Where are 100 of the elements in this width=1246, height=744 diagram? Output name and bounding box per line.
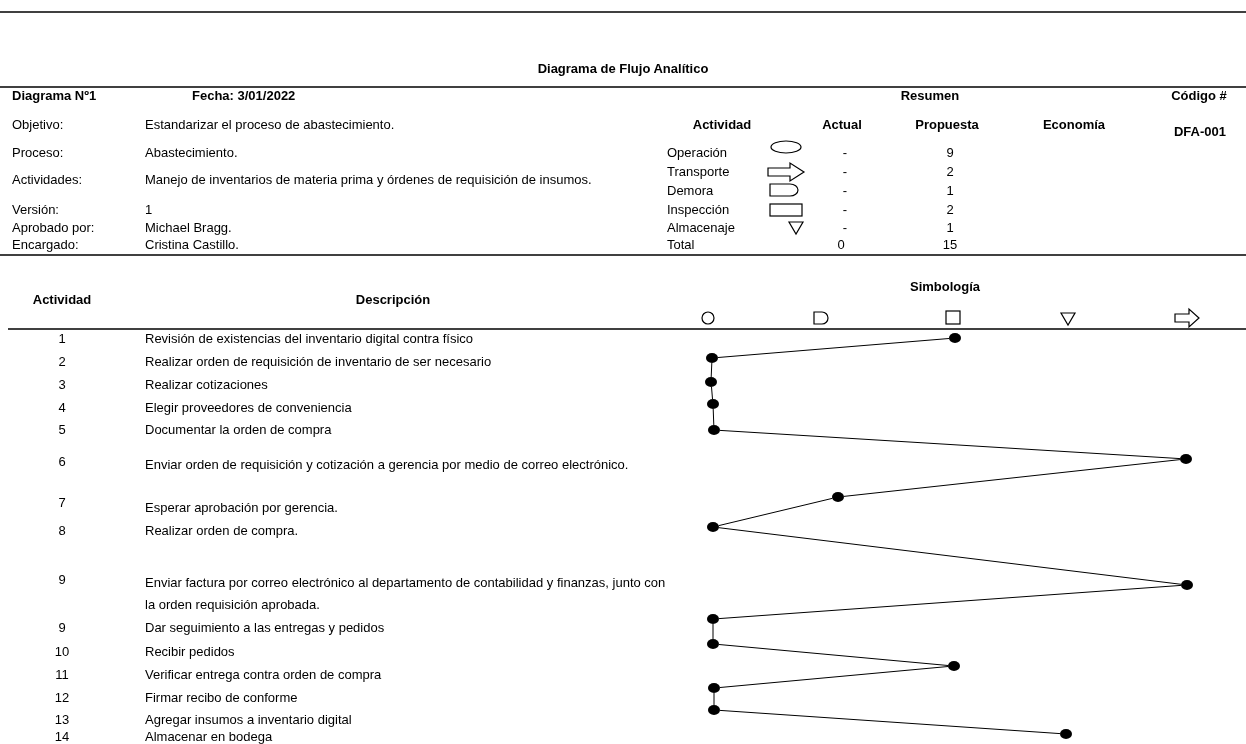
table-value: - — [842, 164, 848, 180]
activity-number: 1 — [58, 331, 66, 347]
plot-point — [707, 522, 719, 532]
activity-description: Elegir proveedores de conveniencia — [145, 399, 353, 417]
code-value: DFA-001 — [1174, 124, 1226, 140]
field-value: Estandarizar el proceso de abastecimiento. — [145, 117, 395, 133]
connector-line — [719, 709, 1061, 735]
connector-line — [718, 584, 1182, 620]
plot-point — [832, 492, 844, 502]
table-value: 0 — [837, 237, 845, 253]
activity-type-label: Operación — [667, 145, 727, 161]
activity-number: 9 — [58, 620, 66, 636]
connector-line — [712, 623, 714, 640]
table-value: 15 — [942, 237, 958, 253]
plot-point — [949, 333, 961, 343]
field-value: Abastecimiento. — [145, 145, 238, 161]
table-value: 1 — [946, 220, 954, 236]
column-heading: Propuesta — [915, 117, 979, 133]
field-value: Manejo de inventarios de materia prima y órdenes de requisición de insumos. — [145, 171, 593, 189]
plot-point — [708, 705, 720, 715]
activity-description: Esperar aprobación por gerencia. — [145, 499, 339, 517]
table-value: - — [842, 145, 848, 161]
connector-line — [719, 666, 949, 688]
plot-point — [1180, 454, 1192, 464]
column-heading: Actividad — [32, 292, 92, 308]
connector-line — [712, 408, 715, 426]
connector-line — [717, 338, 950, 358]
plot-point — [708, 683, 720, 693]
connector-line — [718, 497, 833, 527]
form-field-label: Aprobado por: — [12, 220, 95, 236]
table-value: 2 — [946, 164, 954, 180]
activity-number: 4 — [58, 400, 66, 416]
column-heading: Código # — [1171, 88, 1227, 104]
activity-type-label: Almacenaje — [667, 220, 735, 236]
table-value: - — [842, 202, 848, 218]
activity-number: 2 — [58, 354, 66, 370]
activity-number: 3 — [58, 377, 66, 393]
activity-number: 7 — [58, 495, 66, 511]
connector-line — [718, 527, 1182, 585]
table-value: - — [842, 183, 848, 199]
table-value: 9 — [946, 145, 954, 161]
activity-type-label: Inspección — [667, 202, 730, 218]
activity-number: 5 — [58, 422, 66, 438]
activity-description: Dar seguimiento a las entregas y pedidos — [145, 619, 386, 637]
form-field-label: Diagrama Nº1 — [12, 88, 97, 104]
activity-description: Agregar insumos a inventario digital — [145, 711, 353, 729]
activity-number: 12 — [54, 690, 70, 706]
column-heading: Economía — [1042, 117, 1106, 133]
column-heading: Actividad — [692, 117, 752, 133]
field-value: Michael Bragg. — [145, 220, 232, 236]
activity-description: Documentar la orden de compra — [145, 421, 333, 439]
activity-description: Realizar orden de compra. — [145, 522, 300, 540]
activity-description: Almacenar en bodega — [145, 728, 274, 744]
connector-line — [710, 362, 713, 378]
plot-point — [707, 614, 719, 624]
activity-description: Firmar recibo de conforme — [145, 689, 299, 707]
connector-line — [711, 386, 713, 400]
form-field-label: Actividades: — [12, 172, 83, 188]
activity-description: Revisión de existencias del inventario digital contra físico — [145, 330, 475, 348]
activity-type-label: Transporte — [667, 164, 730, 180]
activity-number: 6 — [58, 454, 66, 470]
activity-type-label: Demora — [667, 183, 714, 199]
plot-point — [948, 661, 960, 671]
activity-description: Realizar orden de requisición de inventario de ser necesario — [145, 353, 493, 371]
activity-description: Verificar entrega contra orden de compra — [145, 666, 383, 684]
activity-description: Recibir pedidos — [145, 643, 236, 661]
activity-number: 10 — [54, 644, 70, 660]
connector-line — [713, 692, 715, 706]
plot-point — [1060, 729, 1072, 739]
column-heading: Simbología — [909, 279, 981, 295]
form-field-label: Versión: — [12, 202, 59, 218]
plot-point — [707, 639, 719, 649]
connector-line — [718, 644, 949, 666]
plot-point — [707, 399, 719, 409]
plot-point — [708, 425, 720, 435]
activity-description: Realizar cotizaciones — [145, 376, 269, 394]
plot-point — [706, 353, 718, 363]
field-value: Cristina Castillo. — [145, 237, 239, 253]
date-text: Fecha: 3/01/2022 — [192, 88, 296, 104]
form-field-label: Objetivo: — [12, 117, 64, 133]
activity-number: 13 — [54, 712, 70, 728]
column-heading: Actual — [822, 117, 862, 133]
activity-number: 14 — [54, 729, 70, 744]
form-field-label: Encargado: — [12, 237, 79, 253]
field-value: 1 — [145, 202, 153, 218]
activity-type-label: Total — [667, 237, 695, 253]
table-value: 1 — [946, 183, 954, 199]
diagram-title: Diagrama de Flujo Analítico — [537, 61, 709, 77]
table-value: 2 — [946, 202, 954, 218]
connector-line — [719, 429, 1181, 460]
connector-line — [843, 459, 1181, 497]
activity-description: Enviar factura por correo electrónico al departamento de contabilidad y finanzas, junto con la orden requisición aprobada. — [145, 574, 667, 614]
activity-number: 11 — [55, 667, 69, 683]
section-heading: Resumen — [900, 88, 960, 104]
plot-point — [705, 377, 717, 387]
activity-description: Enviar orden de requisición y cotización a gerencia por medio de correo electrónico. — [145, 456, 630, 474]
table-value: - — [842, 220, 848, 236]
activity-number: 9 — [58, 572, 66, 588]
activity-number: 8 — [58, 523, 66, 539]
form-field-label: Proceso: — [12, 145, 64, 161]
